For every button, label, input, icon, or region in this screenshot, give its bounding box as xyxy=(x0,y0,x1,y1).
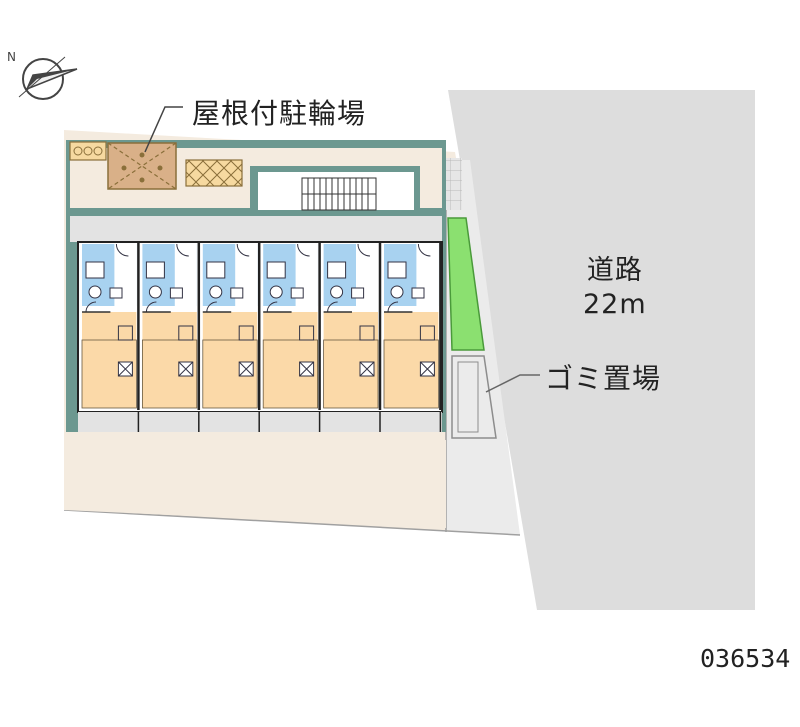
corridor xyxy=(70,216,442,242)
bike-leader-line xyxy=(144,106,183,153)
apartment-unit xyxy=(202,242,261,410)
apartment-unit xyxy=(383,242,442,410)
apartment-unit xyxy=(323,242,382,410)
balcony-strip xyxy=(78,412,442,432)
svg-text:N: N xyxy=(7,50,16,64)
apartment-unit xyxy=(141,242,201,410)
road-area xyxy=(448,90,755,610)
units-group xyxy=(81,242,442,410)
property-code: 036534 xyxy=(700,644,791,673)
trash-area-label: ゴミ置場 xyxy=(545,362,662,395)
apartment-unit xyxy=(81,242,140,410)
planting-strip xyxy=(447,217,485,351)
meter-box xyxy=(69,141,107,161)
road-label: 道路 22m xyxy=(583,254,647,322)
bike-parking-label: 屋根付駐輪場 xyxy=(192,97,367,130)
lower-lot xyxy=(64,440,446,528)
road-width: 22m xyxy=(583,289,647,320)
trash-leader-line xyxy=(485,374,540,393)
compass-north-arrow-icon: N xyxy=(7,50,78,100)
road-name: 道路 xyxy=(586,255,643,286)
storage-box xyxy=(185,159,243,187)
apartment-unit xyxy=(262,242,321,410)
trash-area-box xyxy=(451,355,497,439)
